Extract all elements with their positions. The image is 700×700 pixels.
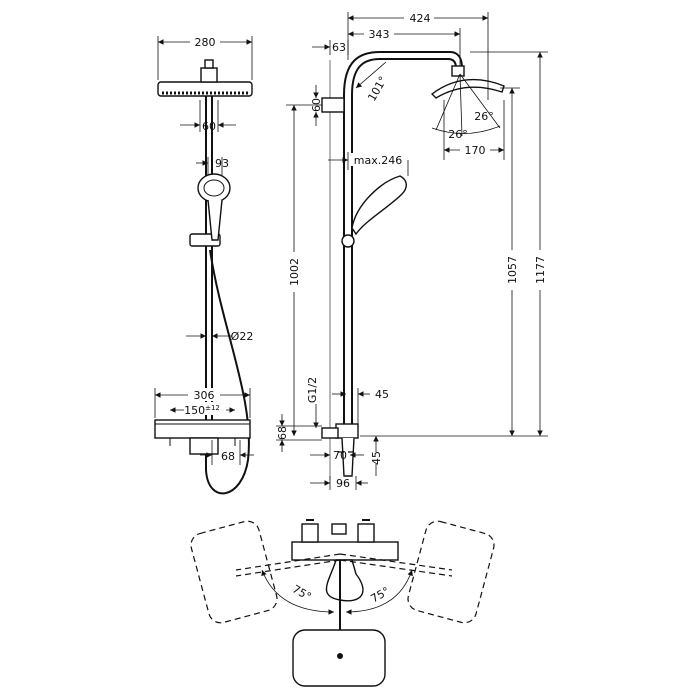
dim-hand-offset: 93 [196, 157, 229, 175]
dim-spray-angle: 26° 26° [431, 73, 501, 141]
label-arm-length: 343 [369, 28, 390, 41]
dim-wall-bracket: 60 [310, 85, 323, 126]
label-rotation-left: 75° [290, 582, 313, 603]
top-thermostat [291, 519, 399, 561]
label-tilt-left: 26° [448, 128, 468, 141]
top-head-rotated-left [190, 520, 341, 624]
label-arm-reach: 424 [410, 12, 431, 25]
dim-outlet-width: 68 [200, 440, 254, 465]
label-rotation-right: 75° [369, 584, 392, 605]
label-outlet-depth: 45 [370, 451, 383, 465]
dim-arm-angle: 101° [355, 61, 390, 104]
thermostat-mixer [154, 419, 251, 455]
dim-spout-depth: 96 [310, 476, 368, 490]
svg-text:150±12: 150±12 [184, 404, 220, 417]
dim-hand-reach: max.246 [328, 152, 409, 176]
dim-rotation-left: 75° [261, 569, 335, 615]
dim-thermostat-width: 306 [154, 388, 251, 418]
label-hand-reach: max.246 [354, 154, 402, 167]
label-arm-offset: 63 [332, 41, 346, 54]
dim-inlet-spacing: 150±12 [170, 402, 235, 417]
label-head-diameter: 170 [465, 144, 486, 157]
label-head-height: 1057 [506, 256, 519, 284]
dim-connection-thread: G1/2 [306, 377, 319, 428]
label-mixer-height: 68 [276, 426, 289, 440]
label-tilt-right: 26° [474, 110, 494, 123]
label-wall-distance: 45 [375, 388, 389, 401]
label-outlet-width: 68 [221, 450, 235, 463]
dim-pipe-diameter: Ø22 [186, 330, 253, 343]
dim-arm-offset: 63 [312, 40, 349, 55]
top-view: 75° 75° [190, 519, 495, 687]
label-arm-bracket: 60 [202, 120, 216, 133]
label-head-width: 280 [195, 36, 216, 49]
label-total-height: 1177 [534, 256, 547, 284]
wall-bracket [321, 97, 345, 113]
shower-hose [205, 249, 250, 495]
label-hand-offset: 93 [215, 157, 229, 170]
dim-mixer-depth: 70 [310, 449, 364, 462]
label-pipe-diameter: Ø22 [231, 330, 254, 343]
label-arm-angle: 101° [365, 74, 390, 103]
dim-total-height: 1177 [360, 51, 548, 437]
dim-head-height: 1057 [500, 87, 520, 436]
rain-shower-head [157, 59, 253, 97]
side-mixer [321, 423, 359, 477]
label-mixer-depth: 70 [333, 449, 347, 462]
dim-arm-bracket: 60 [180, 100, 236, 133]
dim-head-diameter: 170 [443, 100, 505, 160]
dim-wall-distance: 45 [332, 388, 389, 424]
dim-bracket-height: 1002 [286, 104, 322, 436]
hand-shower [197, 173, 231, 241]
top-head-rotated-right [339, 520, 495, 624]
label-inlet-tolerance: ±12 [205, 404, 220, 412]
label-connection-thread: G1/2 [306, 377, 319, 403]
side-hand-shower [341, 175, 407, 248]
shower-column [189, 96, 221, 425]
label-thermostat-width: 306 [194, 389, 215, 402]
side-rain-head [430, 65, 505, 99]
front-view: 280 60 93 Ø22 306 [154, 35, 254, 495]
top-spout [325, 559, 364, 602]
label-inlet-spacing: 150 [184, 404, 205, 417]
label-bracket-height: 1002 [288, 258, 301, 286]
label-spout-depth: 96 [336, 477, 350, 490]
dim-outlet-depth: 45 [370, 436, 383, 476]
side-view: 424 343 63 60 101° 26° [276, 11, 548, 490]
dim-head-width: 280 [157, 35, 253, 80]
dim-arm-length: 343 [348, 27, 461, 66]
side-column [321, 51, 463, 425]
dim-mixer-height: 68 [276, 414, 322, 452]
